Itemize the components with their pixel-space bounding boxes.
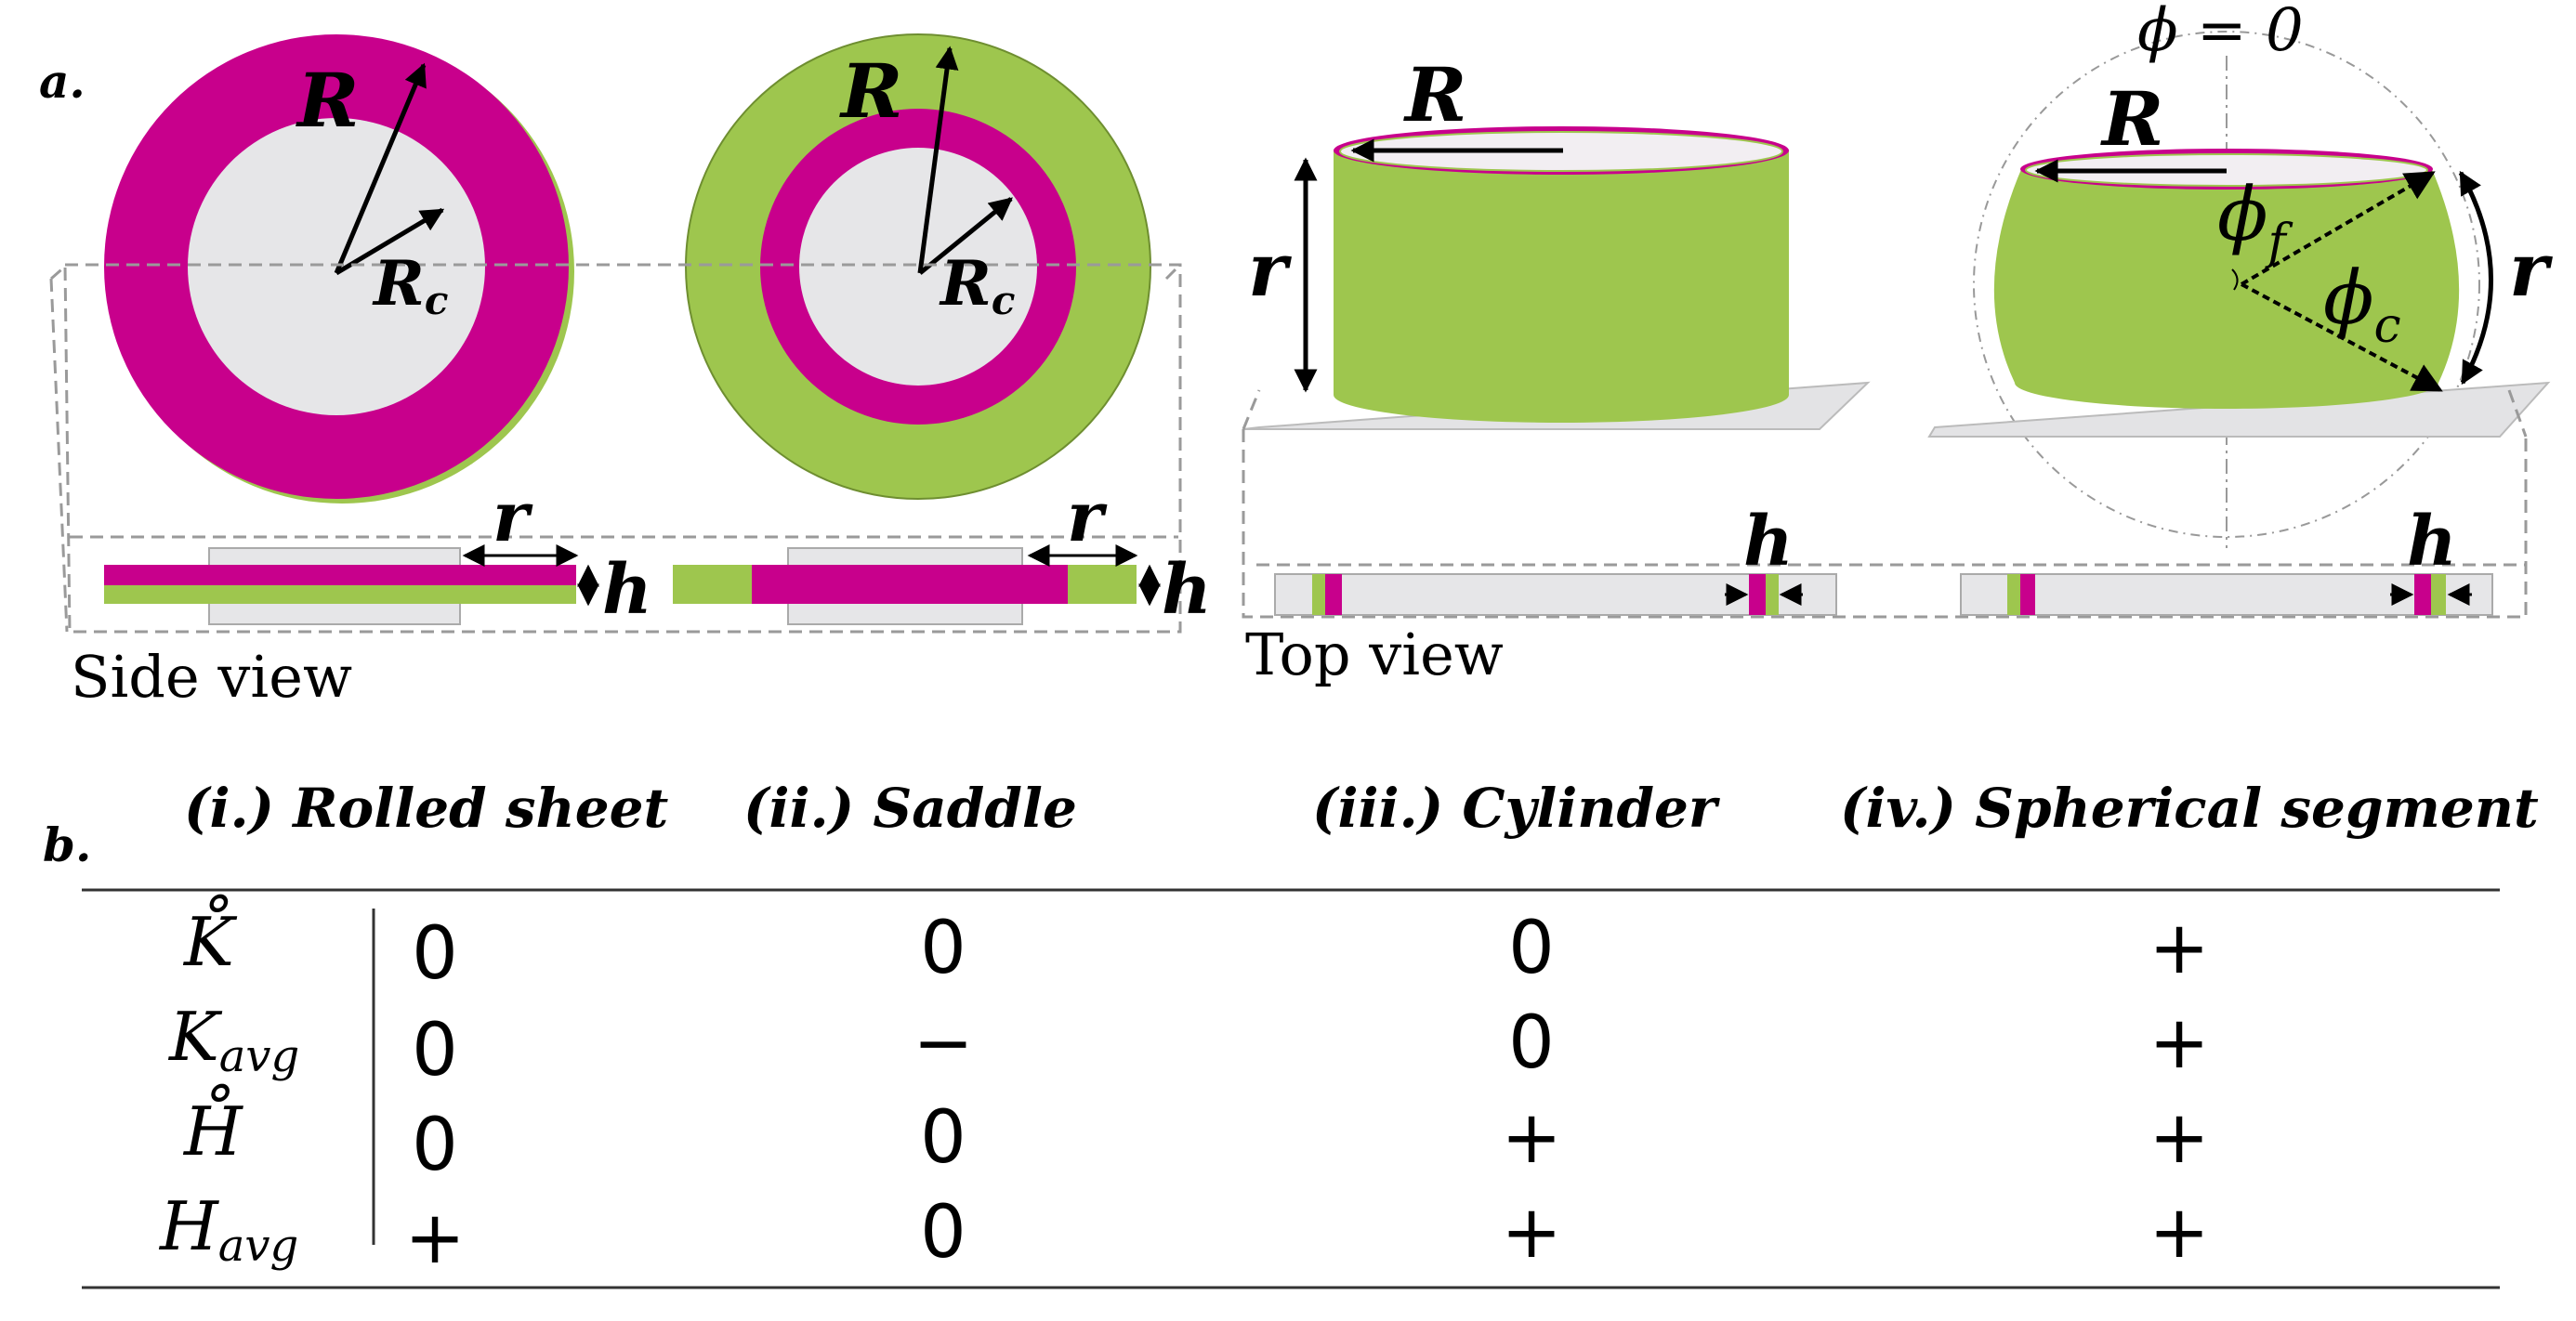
- table-cell: +: [2149, 1191, 2210, 1275]
- saddle-R-arrow: [917, 46, 959, 274]
- table-cell: +: [404, 1197, 466, 1280]
- table-cell: +: [1501, 1191, 1562, 1275]
- cylinder-r-label: r: [1248, 226, 1292, 313]
- saddle-Rc-arrow: [918, 197, 1013, 275]
- saddle-side-strip: [673, 547, 1137, 625]
- panel-b-label: b.: [43, 817, 92, 872]
- table-cell: 0: [1508, 907, 1555, 990]
- table-cell: 0: [412, 912, 458, 996]
- sphere-top-strip: [1960, 573, 2493, 616]
- saddle-inner-disc: [799, 148, 1037, 386]
- sphere-h-label: h: [2407, 502, 2457, 582]
- saddle-Rc-label: Rc: [939, 247, 1015, 323]
- side-view-label: Side view: [71, 643, 353, 711]
- spherical-segment-wall: [1993, 167, 2460, 409]
- table-cell: +: [2149, 907, 2210, 990]
- row-label-k-avg: Kavg: [169, 998, 300, 1082]
- table-cell: 0: [920, 907, 966, 990]
- cylinder-figure: [1242, 126, 1871, 430]
- column-title-spherical-segment: (iv.) Spherical segment: [1840, 777, 2539, 840]
- figure-symbols: R Rc R Rc r h r h R r h R r h: [296, 47, 2553, 630]
- rolled-sheet-disc: [104, 34, 574, 504]
- table-cell: +: [1501, 1096, 1562, 1180]
- saddle-R-label: R: [839, 47, 902, 135]
- rolled-sheet-h-label: h: [602, 550, 652, 630]
- column-title-saddle: (ii.) Saddle: [743, 777, 1077, 840]
- rolled-sheet-r-label: r: [493, 477, 533, 557]
- top-view-projection-box: [1242, 389, 2528, 619]
- saddle-disc: [685, 33, 1151, 500]
- spherical-segment-figure: [1927, 31, 2551, 548]
- sphere-phi-c-line: [2241, 282, 2443, 392]
- table-cell: 0: [920, 1191, 966, 1275]
- table-cell: 0: [412, 1009, 458, 1092]
- angle-symbols: ϕ = 0 ϕf ϕc: [2137, 0, 2401, 354]
- rolled-sheet-side-strip: [104, 547, 576, 625]
- side-view-projection-box: [49, 263, 1182, 634]
- table-cell: +: [2149, 1001, 2210, 1085]
- cylinder-wall: [1334, 150, 1789, 423]
- cylinder-R-label: R: [1403, 51, 1466, 138]
- table-cell: 0: [920, 1096, 966, 1180]
- cylinder-h-label: h: [1743, 502, 1794, 582]
- table-cell: 0: [412, 1104, 458, 1187]
- top-view-label: Top view: [1245, 621, 1504, 688]
- rolled-sheet-R-label: R: [296, 57, 359, 144]
- column-title-cylinder: (iii.) Cylinder: [1312, 777, 1717, 840]
- saddle-h-label: h: [1162, 550, 1212, 630]
- rolled-sheet-inner-disc: [188, 118, 485, 415]
- sphere-phi-f-line: [2240, 171, 2436, 286]
- panel-a-label: a.: [39, 54, 85, 109]
- rolled-sheet-Rc-label: Rc: [372, 247, 448, 323]
- saddle-r-label: r: [1067, 477, 1108, 557]
- row-label-h-ring: H̊: [184, 1092, 243, 1171]
- rolled-sheet-R-arrow: [334, 62, 427, 274]
- table-cell: +: [2149, 1096, 2210, 1180]
- sphere-R-label: R: [2100, 75, 2163, 163]
- row-label-h-avg: Havg: [160, 1187, 299, 1272]
- sphere-angle-mark: [2231, 268, 2239, 291]
- column-title-rolled-sheet: (i.) Rolled sheet: [184, 777, 669, 840]
- phi-zero-label: ϕ = 0: [2137, 0, 2304, 65]
- rolled-sheet-Rc-arrow: [335, 207, 445, 276]
- phi-c-label: ϕc: [2323, 255, 2401, 354]
- sphere-r-arc: [2458, 170, 2493, 386]
- sphere-r-label: r: [2509, 226, 2553, 313]
- table-cell: −: [913, 1001, 974, 1085]
- row-label-k-ring: K̊: [184, 903, 234, 981]
- table-cell: 0: [1508, 1001, 1555, 1085]
